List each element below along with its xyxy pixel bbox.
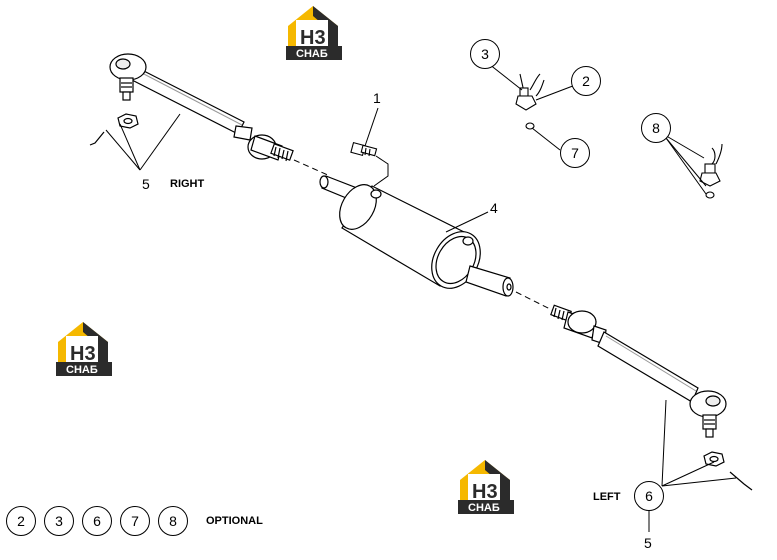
callout-8: 8 — [641, 113, 671, 143]
optional-legend: 2 3 6 7 8 OPTIONAL — [6, 506, 263, 536]
callout-4: 4 — [490, 200, 498, 216]
logo-sub-text: СНАБ — [66, 364, 98, 376]
left-tie-rod — [550, 304, 753, 491]
callout-2: 2 — [571, 66, 601, 96]
brand-logo-left: H3 СНАБ — [56, 322, 112, 376]
leader-lines — [105, 63, 737, 532]
legend-item: 8 — [158, 506, 188, 536]
bolt — [350, 141, 378, 157]
callout-1: 1 — [373, 90, 381, 106]
centerline-left — [515, 291, 553, 311]
bolt-leader — [373, 155, 389, 187]
callout-7: 7 — [560, 138, 590, 168]
callout-3: 3 — [470, 39, 500, 69]
centerline-right — [293, 159, 331, 177]
legend-item: 3 — [44, 506, 74, 536]
legend-item: 2 — [6, 506, 36, 536]
legend-item: 7 — [120, 506, 150, 536]
callout-5-left: 5 — [644, 535, 652, 551]
logo-main-text: H3 — [70, 343, 96, 365]
label-left: LEFT — [593, 491, 621, 503]
logo-main-text: H3 — [472, 481, 498, 503]
callout-6: 6 — [634, 481, 664, 511]
label-optional: OPTIONAL — [206, 515, 263, 527]
logo-sub-text: СНАБ — [468, 502, 500, 514]
brand-logo-top: H3 СНАБ — [286, 6, 342, 60]
logo-main-text: H3 — [300, 27, 326, 49]
steering-cylinder — [319, 175, 514, 297]
grease-fitting-assembly — [515, 73, 545, 130]
callout-5-right: 5 — [142, 176, 150, 192]
logo-sub-text: СНАБ — [296, 48, 328, 60]
grease-fitting-angled — [699, 143, 723, 199]
right-tie-rod — [89, 53, 294, 162]
legend-item: 6 — [82, 506, 112, 536]
label-right: RIGHT — [170, 178, 205, 190]
brand-logo-bottom: H3 СНАБ — [458, 460, 514, 514]
